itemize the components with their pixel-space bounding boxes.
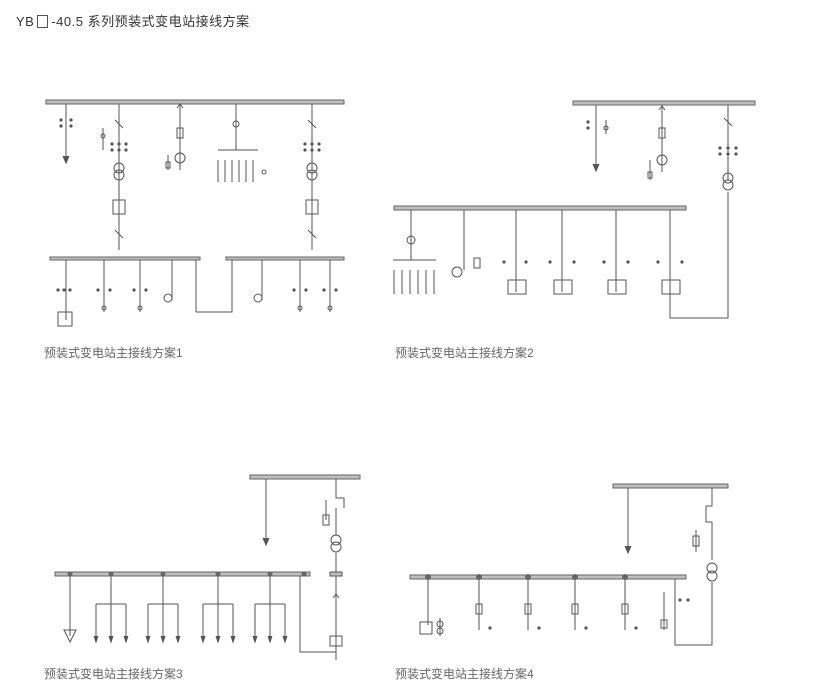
- placeholder-box-icon: [37, 15, 49, 28]
- scheme-3-diagram: [54, 474, 361, 660]
- title-text: -40.5 系列预装式变电站接线方案: [51, 14, 250, 29]
- main-busbar: [572, 100, 756, 106]
- scheme-3-caption: 预装式变电站主接线方案3: [44, 667, 183, 681]
- scheme-1-caption: 预装式变电站主接线方案1: [44, 346, 183, 360]
- lower-busbar-left: [49, 256, 201, 261]
- lower-busbar: [409, 574, 687, 580]
- lower-busbar: [393, 205, 687, 211]
- scheme-4-diagram: [409, 483, 729, 646]
- title-prefix: YB: [16, 14, 35, 29]
- main-busbar: [249, 474, 361, 480]
- lower-busbar-right: [225, 256, 345, 261]
- scheme-2-caption: 预装式变电站主接线方案2: [395, 346, 534, 360]
- scheme-4-caption: 预装式变电站主接线方案4: [395, 667, 534, 681]
- main-busbar: [612, 483, 729, 489]
- page-title: YB -40.5 系列预装式变电站接线方案: [16, 11, 250, 30]
- lower-busbar: [54, 571, 311, 577]
- main-busbar: [45, 99, 345, 105]
- scheme-2-diagram: [393, 100, 756, 319]
- scheme-1-diagram: [45, 99, 345, 327]
